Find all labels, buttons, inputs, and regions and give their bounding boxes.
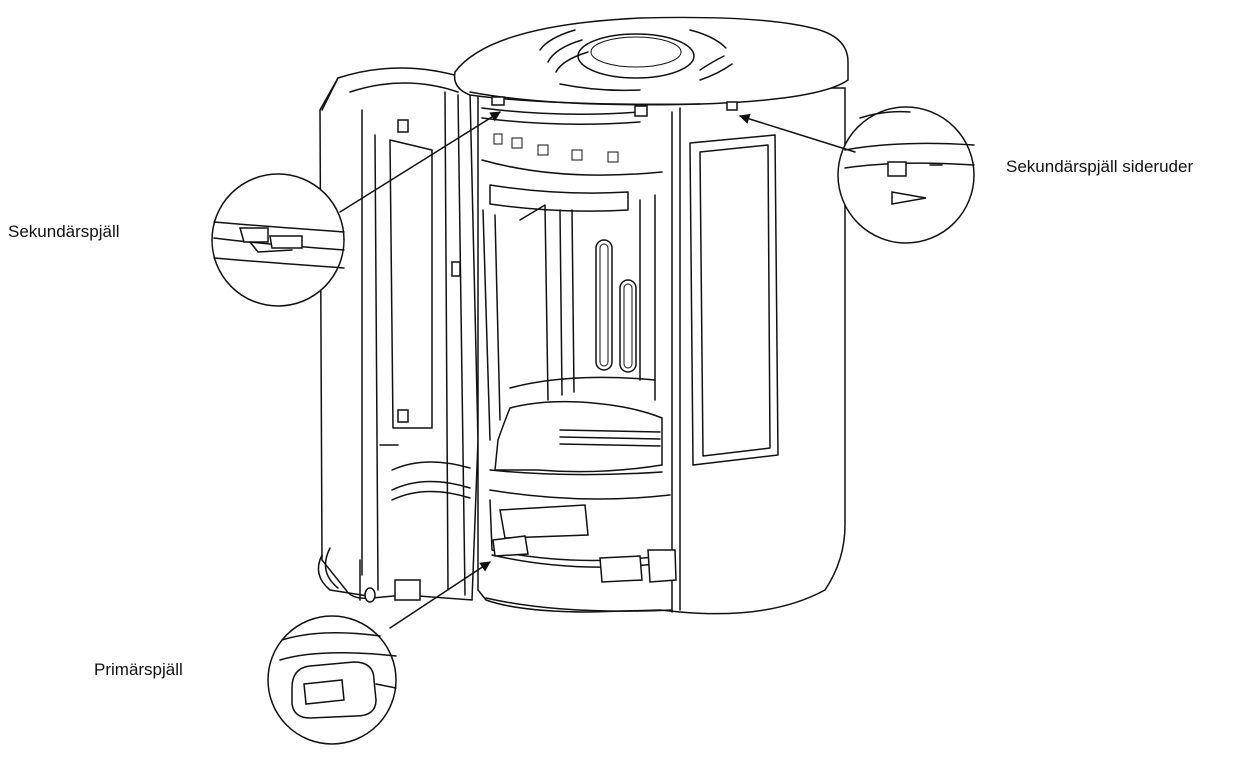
zoom-circle-side bbox=[837, 106, 975, 244]
zoom-circle-secondary bbox=[211, 173, 345, 307]
callout-label-secondary-side: Sekundärspjäll sideruder bbox=[1006, 157, 1194, 176]
arrow-primary bbox=[389, 561, 491, 629]
callout-label-primary: Primärspjäll bbox=[94, 660, 183, 679]
arrow-secondary-side bbox=[738, 113, 856, 153]
callout-label-secondary: Sekundärspjäll bbox=[8, 222, 120, 241]
open-door bbox=[317, 67, 479, 603]
arrow-secondary bbox=[339, 111, 501, 213]
top-plate bbox=[453, 16, 849, 117]
stove-body bbox=[477, 87, 846, 615]
zoom-circle-primary bbox=[267, 615, 397, 745]
leader-arrows bbox=[339, 111, 856, 629]
